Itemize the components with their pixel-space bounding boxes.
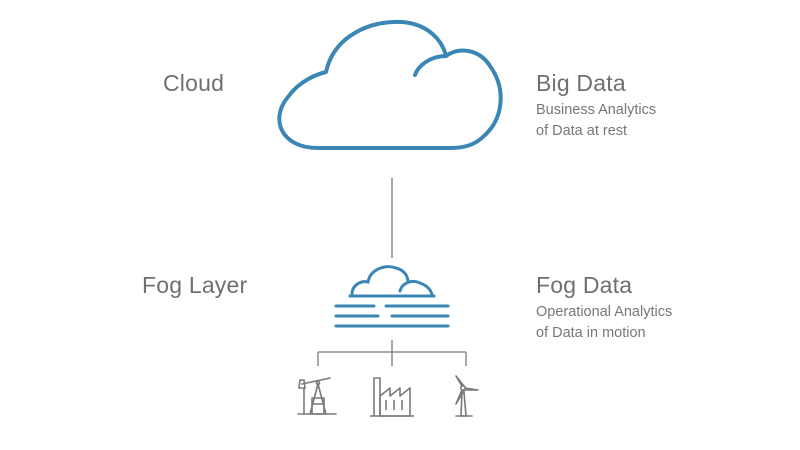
device-connector bbox=[317, 340, 467, 366]
factory-icon bbox=[370, 377, 414, 417]
big-data-line2: of Data at rest bbox=[536, 123, 628, 139]
big-data-title: Big Data bbox=[536, 70, 626, 96]
cloud-layer-label: Cloud bbox=[163, 70, 225, 96]
fog-icon bbox=[334, 265, 450, 328]
fog-data-line2: of Data in motion bbox=[536, 325, 646, 341]
big-data-block: Big Data Business Analytics of Data at r… bbox=[536, 70, 656, 142]
cloud-inner-curve bbox=[413, 54, 448, 77]
fog-data-line1: Operational Analytics bbox=[536, 304, 673, 320]
fog-data-title: Fog Data bbox=[536, 272, 633, 298]
oil-pump-icon bbox=[297, 377, 337, 415]
cloud-icon bbox=[277, 19, 503, 150]
fog-data-block: Fog Data Operational Analytics of Data i… bbox=[536, 272, 672, 344]
wind-turbine-icon bbox=[455, 375, 479, 417]
big-data-line1: Business Analytics bbox=[536, 102, 657, 118]
fog-layer-label: Fog Layer bbox=[142, 272, 248, 298]
